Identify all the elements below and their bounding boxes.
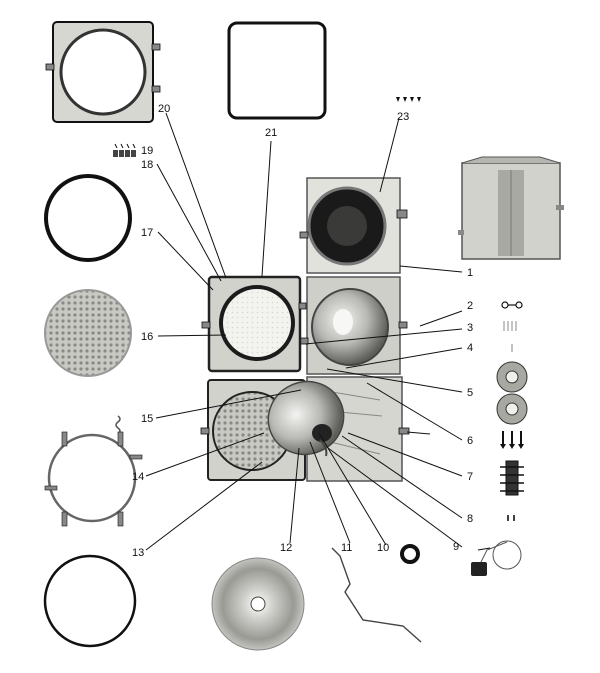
- wire-harness: [331, 547, 422, 643]
- callout-23: 23: [397, 111, 409, 123]
- clips-19: [113, 143, 136, 157]
- reflector-disc: [211, 557, 305, 651]
- visor-reflector: [267, 380, 345, 457]
- callout-10: 10: [377, 542, 389, 554]
- prismatic-lens-left: [44, 289, 132, 377]
- callout-16: 16: [141, 331, 153, 343]
- leader-lines: [145, 112, 491, 551]
- callout-15: 15: [141, 413, 153, 425]
- callout-14: 14: [132, 471, 144, 483]
- callout-12: 12: [280, 542, 292, 554]
- door-with-lens: [201, 275, 307, 373]
- callout-2: 2: [467, 300, 473, 312]
- callout-8: 8: [467, 513, 473, 525]
- callout-1: 1: [467, 267, 473, 279]
- lens-retainer-ring: [44, 415, 143, 527]
- callout-6: 6: [467, 435, 473, 447]
- callout-20: 20: [158, 103, 170, 115]
- callout-7: 7: [467, 471, 473, 483]
- callout-17: 17: [141, 227, 153, 239]
- housing-door-top-left: [45, 21, 161, 123]
- round-gasket-upper: [44, 174, 132, 262]
- grommet-ring: [400, 544, 420, 564]
- rear-housing: [458, 156, 564, 260]
- callout-21: 21: [265, 127, 277, 139]
- signal-housing-middle: [299, 276, 408, 375]
- callouts: 1 2 3 4 5 6 7 8 9 10 11 12 13 14 15 16 1…: [132, 103, 473, 559]
- callout-3: 3: [467, 322, 473, 334]
- callout-5: 5: [467, 387, 473, 399]
- square-gasket: [227, 21, 327, 120]
- callout-13: 13: [132, 547, 144, 559]
- callout-4: 4: [467, 342, 473, 354]
- callout-11: 11: [341, 542, 352, 554]
- hardware-parts: [471, 301, 528, 576]
- signal-housing-top: [299, 177, 408, 274]
- callout-9: 9: [453, 541, 459, 553]
- round-gasket-lower: [43, 554, 137, 648]
- callout-18: 18: [141, 159, 153, 171]
- screws-23: [396, 97, 421, 102]
- callout-19: 19: [141, 145, 153, 157]
